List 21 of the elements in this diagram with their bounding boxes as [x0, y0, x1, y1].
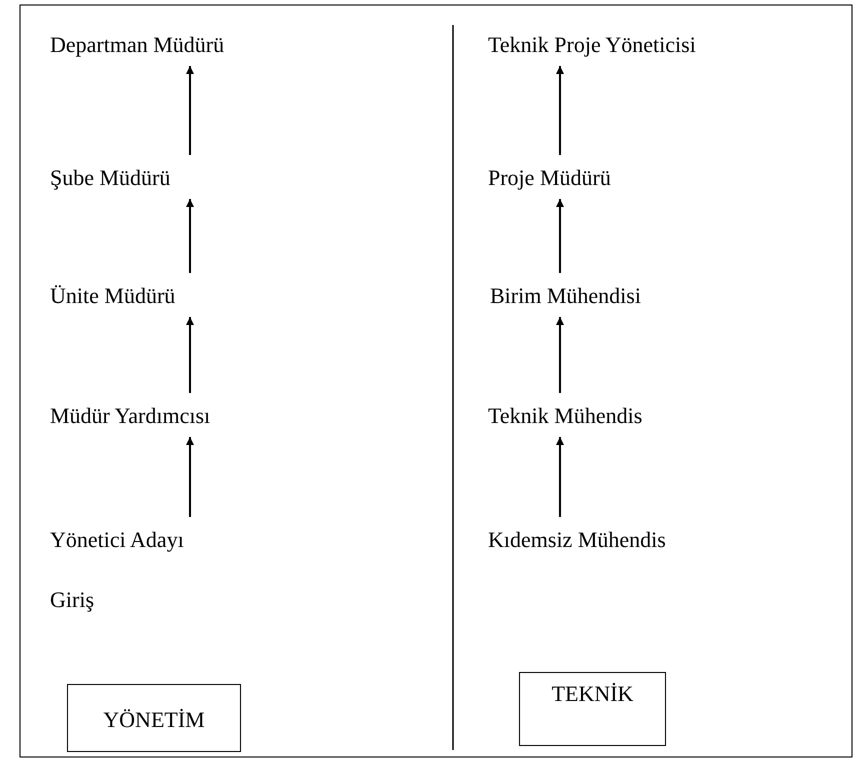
arrow — [186, 437, 194, 517]
arrow — [556, 66, 564, 155]
job-title: Departman Müdürü — [50, 32, 224, 58]
category-box: TEKNİK — [519, 672, 666, 746]
category-box: YÖNETİM — [67, 684, 241, 752]
job-title: Teknik Proje Yöneticisi — [488, 32, 696, 58]
arrow — [186, 199, 194, 273]
arrow — [186, 317, 194, 393]
job-title: Teknik Mühendis — [488, 403, 642, 429]
job-title: Proje Müdürü — [488, 165, 611, 191]
arrow — [556, 317, 564, 393]
job-title: Müdür Yardımcısı — [50, 403, 210, 429]
job-title: Şube Müdürü — [50, 165, 170, 191]
job-title: Ünite Müdürü — [50, 283, 176, 309]
arrow — [556, 437, 564, 517]
job-title: Kıdemsiz Mühendis — [488, 527, 666, 553]
job-title: Yönetici Adayı — [50, 527, 184, 553]
arrow — [556, 199, 564, 273]
job-title: Birim Mühendisi — [490, 283, 641, 309]
entry-label: Giriş — [50, 587, 94, 613]
arrow — [186, 66, 194, 155]
